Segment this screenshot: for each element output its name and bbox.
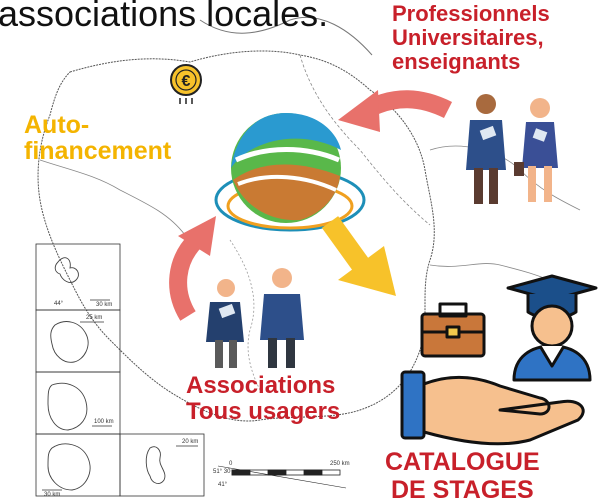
arrow-associations-to-logo xyxy=(169,233,203,321)
inset-islands xyxy=(47,257,166,491)
map-north-coast xyxy=(199,16,373,56)
map-region-line xyxy=(229,239,261,391)
coord-41: 41° xyxy=(218,482,228,488)
associations-label-line-1: Associations xyxy=(186,372,336,399)
inset-scale-3: 100 km xyxy=(94,419,114,425)
france-map-outline xyxy=(37,50,435,422)
self-funding-label-line-2: financement xyxy=(24,137,172,165)
inset-panels xyxy=(35,243,205,497)
globe-logo-icon xyxy=(214,113,366,232)
professionals-label: Professionnels Universitaires, enseignan… xyxy=(392,2,550,74)
svg-text:€: € xyxy=(182,73,191,90)
associations-label-line-2: Tous usagers xyxy=(186,398,341,425)
inset-scale-1: 30 km xyxy=(96,302,112,308)
map-coast-line xyxy=(39,159,186,236)
self-funding-label-line-1: Auto- xyxy=(24,111,90,139)
professionals-people-icon xyxy=(466,94,558,204)
inset-scale-5: 30 km xyxy=(44,492,60,498)
catalogue-label: CATALOGUE DE STAGES xyxy=(385,448,540,504)
coord-51: 51° 30 xyxy=(213,469,231,475)
map-east-border xyxy=(429,145,581,211)
inset-scale-4: 20 km xyxy=(182,439,198,445)
arrow-head-associations xyxy=(178,216,216,256)
map-border-line xyxy=(299,54,431,226)
inset-scale-lines xyxy=(42,299,198,491)
arrow-professionals-to-logo xyxy=(366,90,453,119)
graduate-briefcase-hand-icon xyxy=(400,274,598,446)
arrow-head-catalogue xyxy=(338,246,396,296)
arrow-head-professionals xyxy=(338,90,380,132)
catalogue-label-line-1: CATALOGUE xyxy=(385,448,540,476)
professionals-label-line-2: Universitaires, xyxy=(392,25,544,50)
professionals-label-line-3: enseignants xyxy=(392,49,521,74)
inset-scale-2: 25 km xyxy=(86,315,102,321)
associations-label: Associations Tous usagers xyxy=(186,373,340,425)
map-south-east xyxy=(429,263,561,286)
association-people-icon xyxy=(206,268,304,368)
professionals-label-line-1: Professionnels xyxy=(392,1,550,26)
euro-coin-icon: € xyxy=(170,64,202,104)
scale-left-label: 0 xyxy=(229,461,233,467)
self-funding-label: Auto- financement xyxy=(24,112,171,164)
scale-right-label: 250 km xyxy=(330,461,350,467)
header-text: associations locales. xyxy=(0,0,329,34)
catalogue-label-line-2: DE STAGES xyxy=(391,476,534,504)
coord-44: 44° xyxy=(54,301,64,307)
main-scale-bar xyxy=(217,465,347,489)
